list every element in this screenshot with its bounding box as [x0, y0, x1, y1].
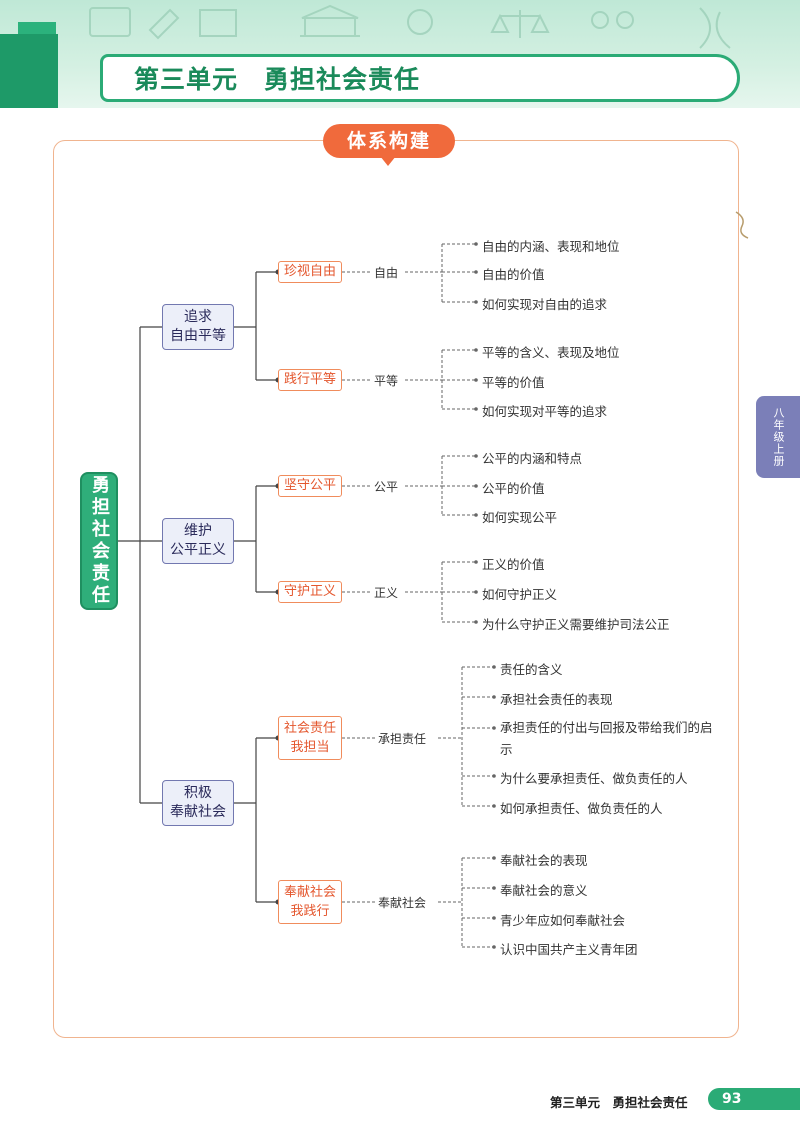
system-badge: 体系构建 — [323, 124, 455, 158]
node-uphold-fairness-justice[interactable]: 维护 公平正义 — [162, 518, 234, 564]
leaf-item: 承担责任的付出与回报及带给我们的启示 — [500, 720, 713, 757]
grade-side-tab[interactable]: 八年级上册 — [756, 396, 800, 478]
node-social-responsibility[interactable]: 社会责任 我担当 — [278, 716, 342, 760]
leaf-item: 为什么要承担责任、做负责任的人 — [500, 771, 688, 786]
leaf-item: 自由的内涵、表现和地位 — [482, 239, 620, 254]
keyword-dedicate-society: 奉献社会 — [376, 894, 429, 911]
node-dedicate-society[interactable]: 奉献社会 我践行 — [278, 880, 342, 924]
leaf-item: 为什么守护正义需要维护司法公正 — [482, 617, 670, 632]
title-bar — [100, 54, 740, 102]
unit-title: 第三单元 勇担社会责任 — [134, 65, 421, 94]
node-guard-justice[interactable]: 守护正义 — [278, 581, 342, 603]
keyword-freedom: 自由 — [372, 264, 401, 281]
leaf-item: 公平的内涵和特点 — [482, 451, 583, 466]
leaf-item: 平等的含义、表现及地位 — [482, 345, 620, 360]
leaf-item: 如何实现公平 — [482, 510, 558, 525]
leaf-item: 奉献社会的表现 — [500, 853, 588, 868]
leaf-item: 如何实现对平等的追求 — [482, 404, 608, 419]
leaf-item: 如何实现对自由的追求 — [482, 297, 608, 312]
root-node[interactable]: 勇担社会责任 — [80, 472, 118, 610]
banner-decoration-icon — [89, 4, 731, 49]
footer-unit-title: 第三单元 勇担社会责任 — [550, 1095, 688, 1110]
keyword-fairness: 公平 — [372, 478, 401, 495]
node-practice-equality[interactable]: 践行平等 — [278, 369, 342, 391]
node-cherish-freedom[interactable]: 珍视自由 — [278, 261, 342, 283]
keyword-equality: 平等 — [372, 372, 401, 389]
leaf-item: 如何守护正义 — [482, 587, 558, 602]
node-dedicate-to-society[interactable]: 积极 奉献社会 — [162, 780, 234, 826]
grade-side-tab-label: 八年级上册 — [772, 407, 785, 467]
page-number: 93 — [708, 1088, 800, 1110]
keyword-justice: 正义 — [372, 584, 401, 601]
leaf-item: 承担社会责任的表现 — [500, 692, 613, 707]
leaf-item: 正义的价值 — [482, 557, 545, 572]
leaf-item: 如何承担责任、做负责任的人 — [500, 801, 663, 816]
leaf-item: 认识中国共产主义青年团 — [500, 942, 638, 957]
leaf-item: 平等的价值 — [482, 375, 545, 390]
leaf-item: 责任的含义 — [500, 662, 563, 677]
top-banner: 第三单元 勇担社会责任 — [0, 0, 800, 108]
root-node-label: 勇担社会责任 — [89, 475, 110, 607]
leaf-item: 奉献社会的意义 — [500, 883, 588, 898]
leaf-item: 青少年应如何奉献社会 — [500, 913, 626, 928]
node-keep-fairness[interactable]: 坚守公平 — [278, 475, 342, 497]
node-pursue-freedom-equality[interactable]: 追求 自由平等 — [162, 304, 234, 350]
leaf-item: 公平的价值 — [482, 481, 545, 496]
left-tab — [0, 34, 58, 108]
keyword-take-responsibility: 承担责任 — [376, 730, 429, 747]
clip-icon — [735, 211, 749, 239]
leaf-item: 自由的价值 — [482, 267, 545, 282]
badge-pointer — [380, 156, 396, 166]
